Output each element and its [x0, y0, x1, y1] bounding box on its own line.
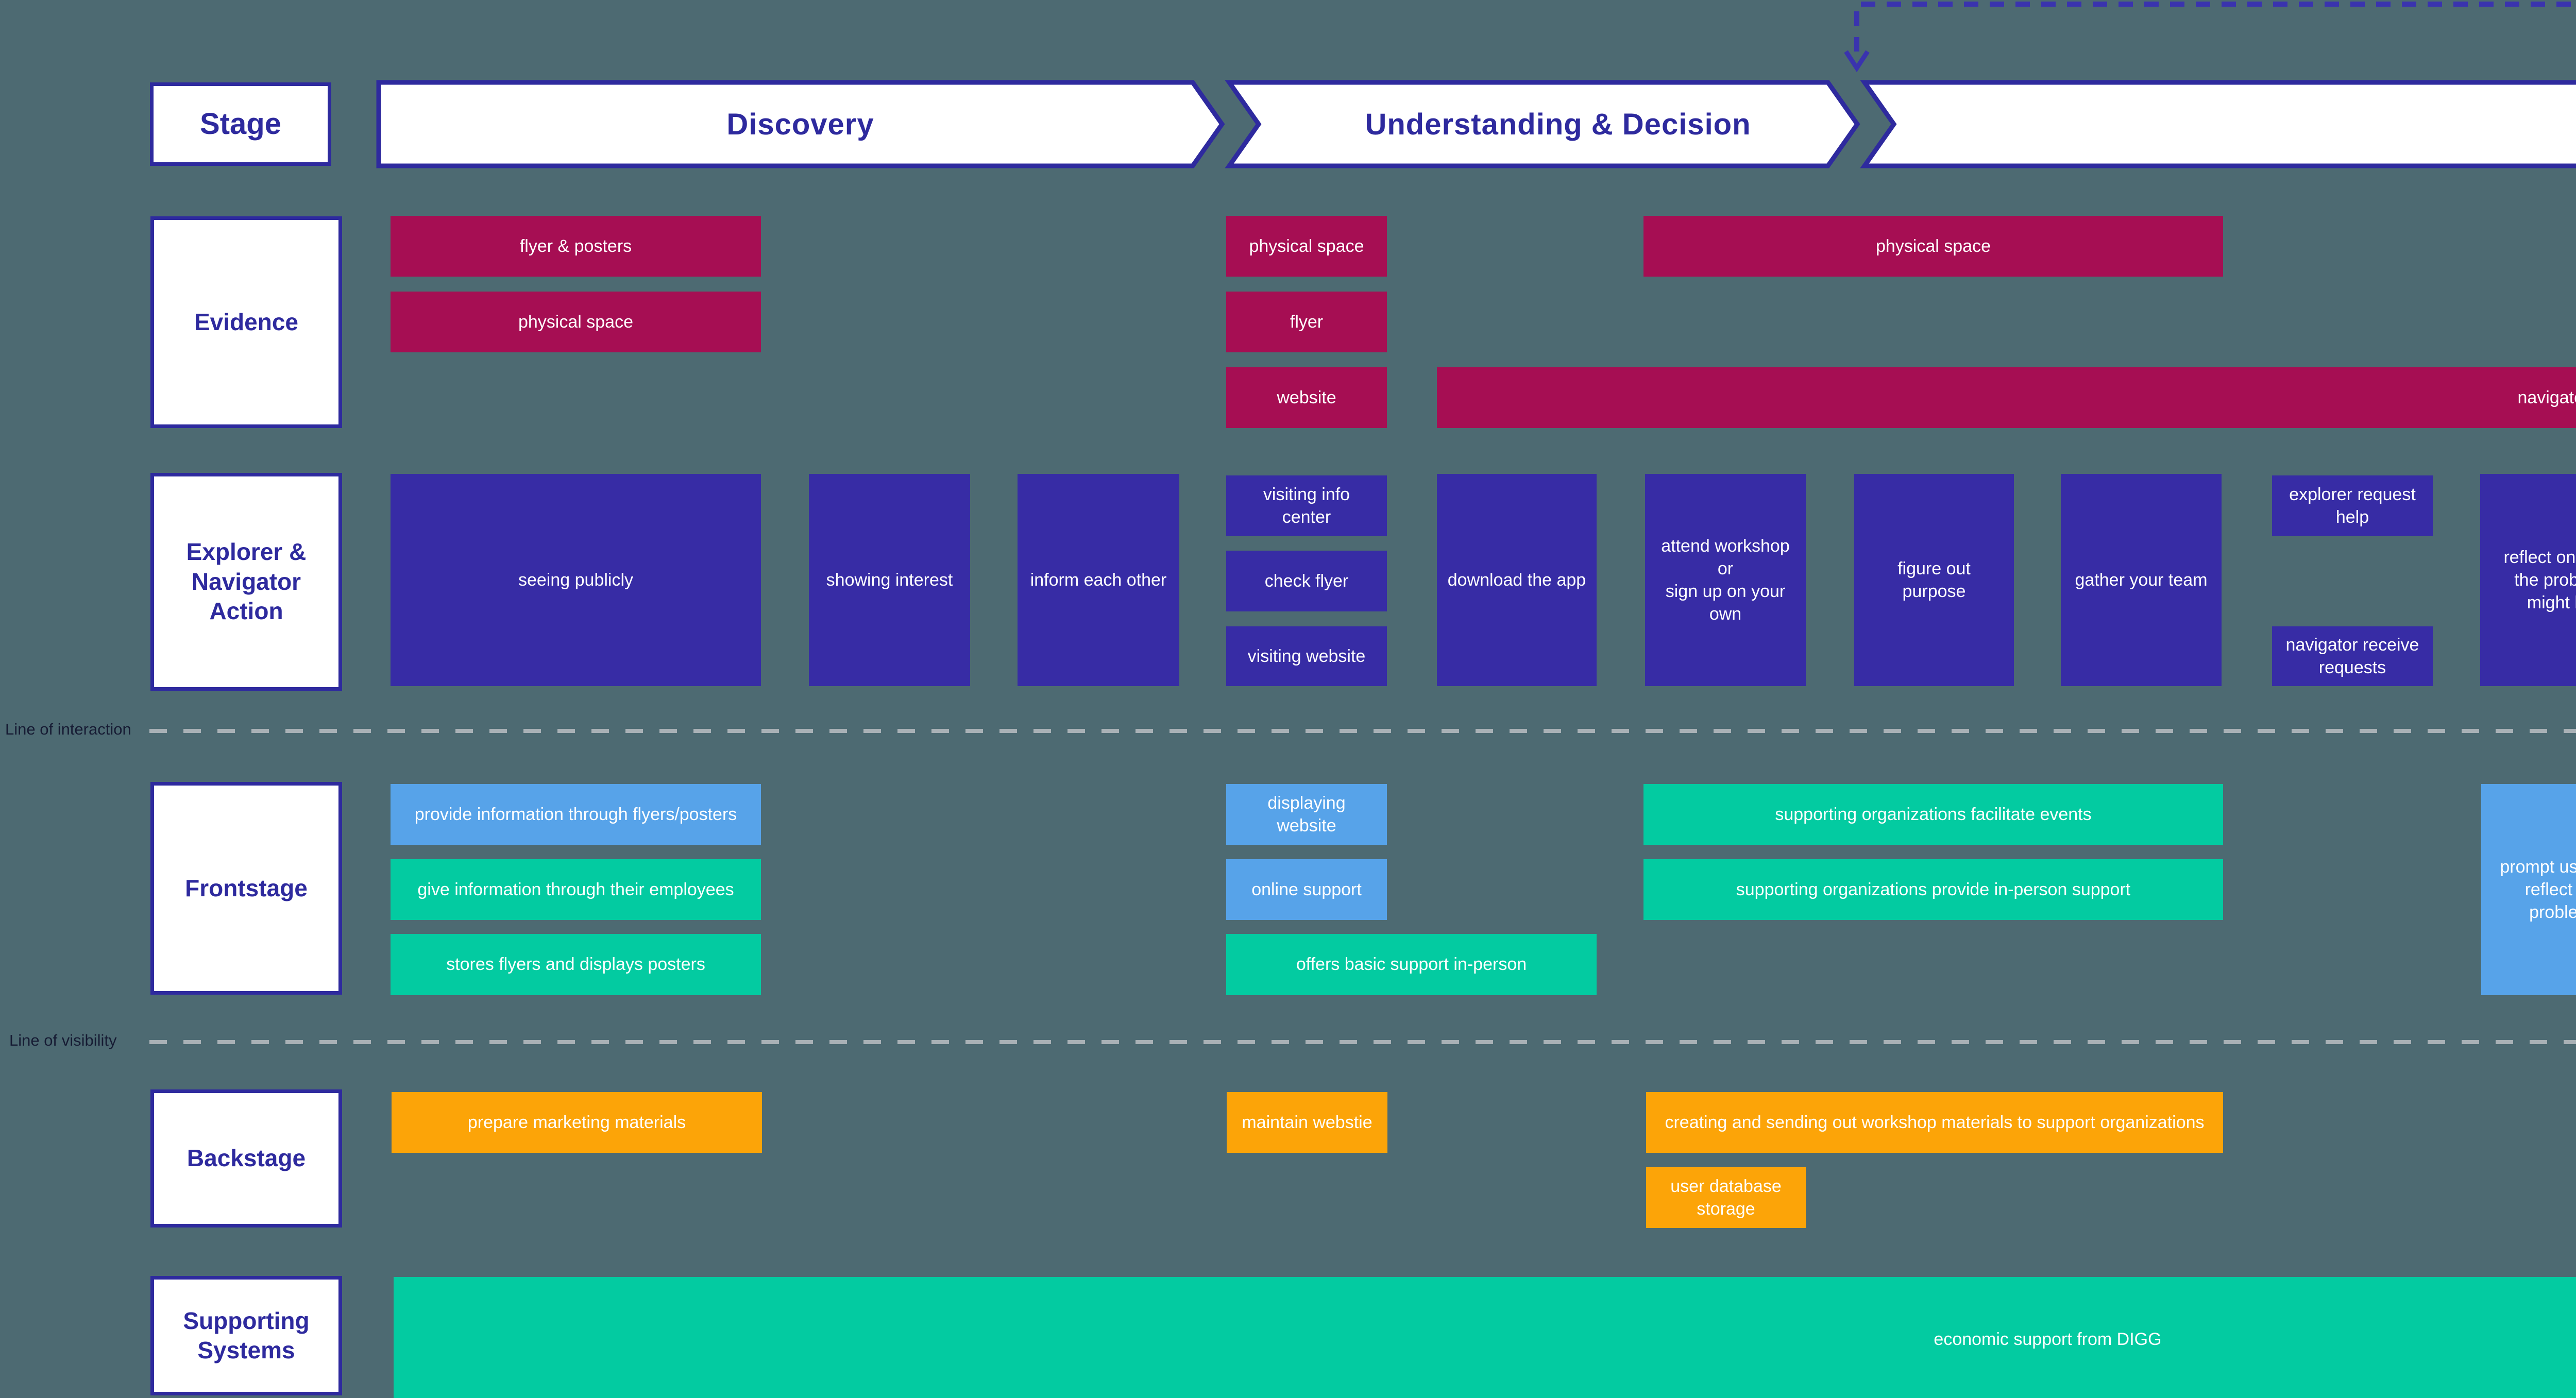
blueprint-chip: online support	[1226, 859, 1387, 920]
row-label-frontstage: Frontstage	[150, 782, 342, 995]
row-label-supporting-systems: Supporting Systems	[150, 1276, 342, 1395]
blueprint-chip: creating and sending out workshop materi…	[1646, 1092, 2223, 1153]
blueprint-chip: physical space	[1226, 216, 1387, 277]
stage-band-understanding-decision	[1225, 80, 1860, 168]
line-of-visibility-label: Line of visibility	[9, 1031, 117, 1049]
blueprint-chip: maintain webstie	[1227, 1092, 1387, 1153]
blueprint-chip: prepare marketing materials	[392, 1092, 762, 1153]
blueprint-chip: reflect on what the problem might be	[2480, 474, 2576, 686]
blueprint-chip: gather your team	[2061, 474, 2222, 686]
line-of-interaction-label: Line of interaction	[5, 720, 131, 738]
blueprint-chip: supporting organizations facilitate even…	[1643, 784, 2223, 845]
stage-label-understanding-decision: Understanding & Decision	[1365, 107, 1751, 141]
blueprint-chip: seeing publicly	[391, 474, 761, 686]
blueprint-chip: inform each other	[1018, 474, 1179, 686]
blueprint-chip: economic support from DIGG	[394, 1277, 2576, 1398]
blueprint-chip: prompt users to reflect on problem	[2481, 784, 2576, 995]
line-of-interaction-dashes	[149, 729, 2576, 733]
line-of-visibility-dashes	[149, 1040, 2576, 1044]
blueprint-chip: attend workshop or sign up on your own	[1645, 474, 1806, 686]
feedback-dashed-arrow	[1854, 2, 2576, 63]
blueprint-chip: website	[1226, 367, 1387, 428]
blueprint-chip: visiting website	[1226, 626, 1387, 686]
blueprint-chip: flyer	[1226, 292, 1387, 352]
row-label-evidence: Evidence	[150, 216, 342, 428]
blueprint-chip: physical space	[391, 292, 761, 352]
blueprint-chip: explorer request help	[2272, 475, 2433, 536]
stage-label-using-the-service: Using the Service	[1894, 82, 2576, 166]
blueprint-chip: physical space	[1643, 216, 2223, 277]
blueprint-chip: check flyer	[1226, 551, 1387, 611]
row-label-explorer-navigator-action: Explorer & Navigator Action	[150, 473, 342, 691]
blueprint-chip: showing interest	[809, 474, 970, 686]
blueprint-chip: user database storage	[1646, 1167, 1806, 1228]
blueprint-chip: supporting organizations provide in-pers…	[1643, 859, 2223, 920]
blueprint-chip: stores flyers and displays posters	[391, 934, 761, 995]
blueprint-chip: flyer & posters	[391, 216, 761, 277]
stage-header-box: Stage	[150, 82, 331, 166]
blueprint-chip: give information through their employees	[391, 859, 761, 920]
blueprint-chip: displaying website	[1226, 784, 1387, 845]
blueprint-chip: navigator receive requests	[2272, 626, 2433, 686]
blueprint-chip: visiting info center	[1226, 475, 1387, 536]
blueprint-chip: provide information through flyers/poste…	[391, 784, 761, 845]
stage-header-label: Stage	[200, 107, 281, 141]
stage-band-using-the-service	[1860, 80, 2576, 168]
row-label-backstage: Backstage	[150, 1089, 342, 1227]
stage-band-discovery	[376, 80, 1225, 168]
blueprint-chip: navigator app	[1437, 367, 2576, 428]
stage-label-discovery: Discovery	[726, 107, 874, 141]
blueprint-chip: figure out purpose	[1854, 474, 2014, 686]
blueprint-chip: download the app	[1437, 474, 1597, 686]
arrow-down-icon	[1844, 50, 1870, 73]
blueprint-chip: offers basic support in-person	[1226, 934, 1597, 995]
